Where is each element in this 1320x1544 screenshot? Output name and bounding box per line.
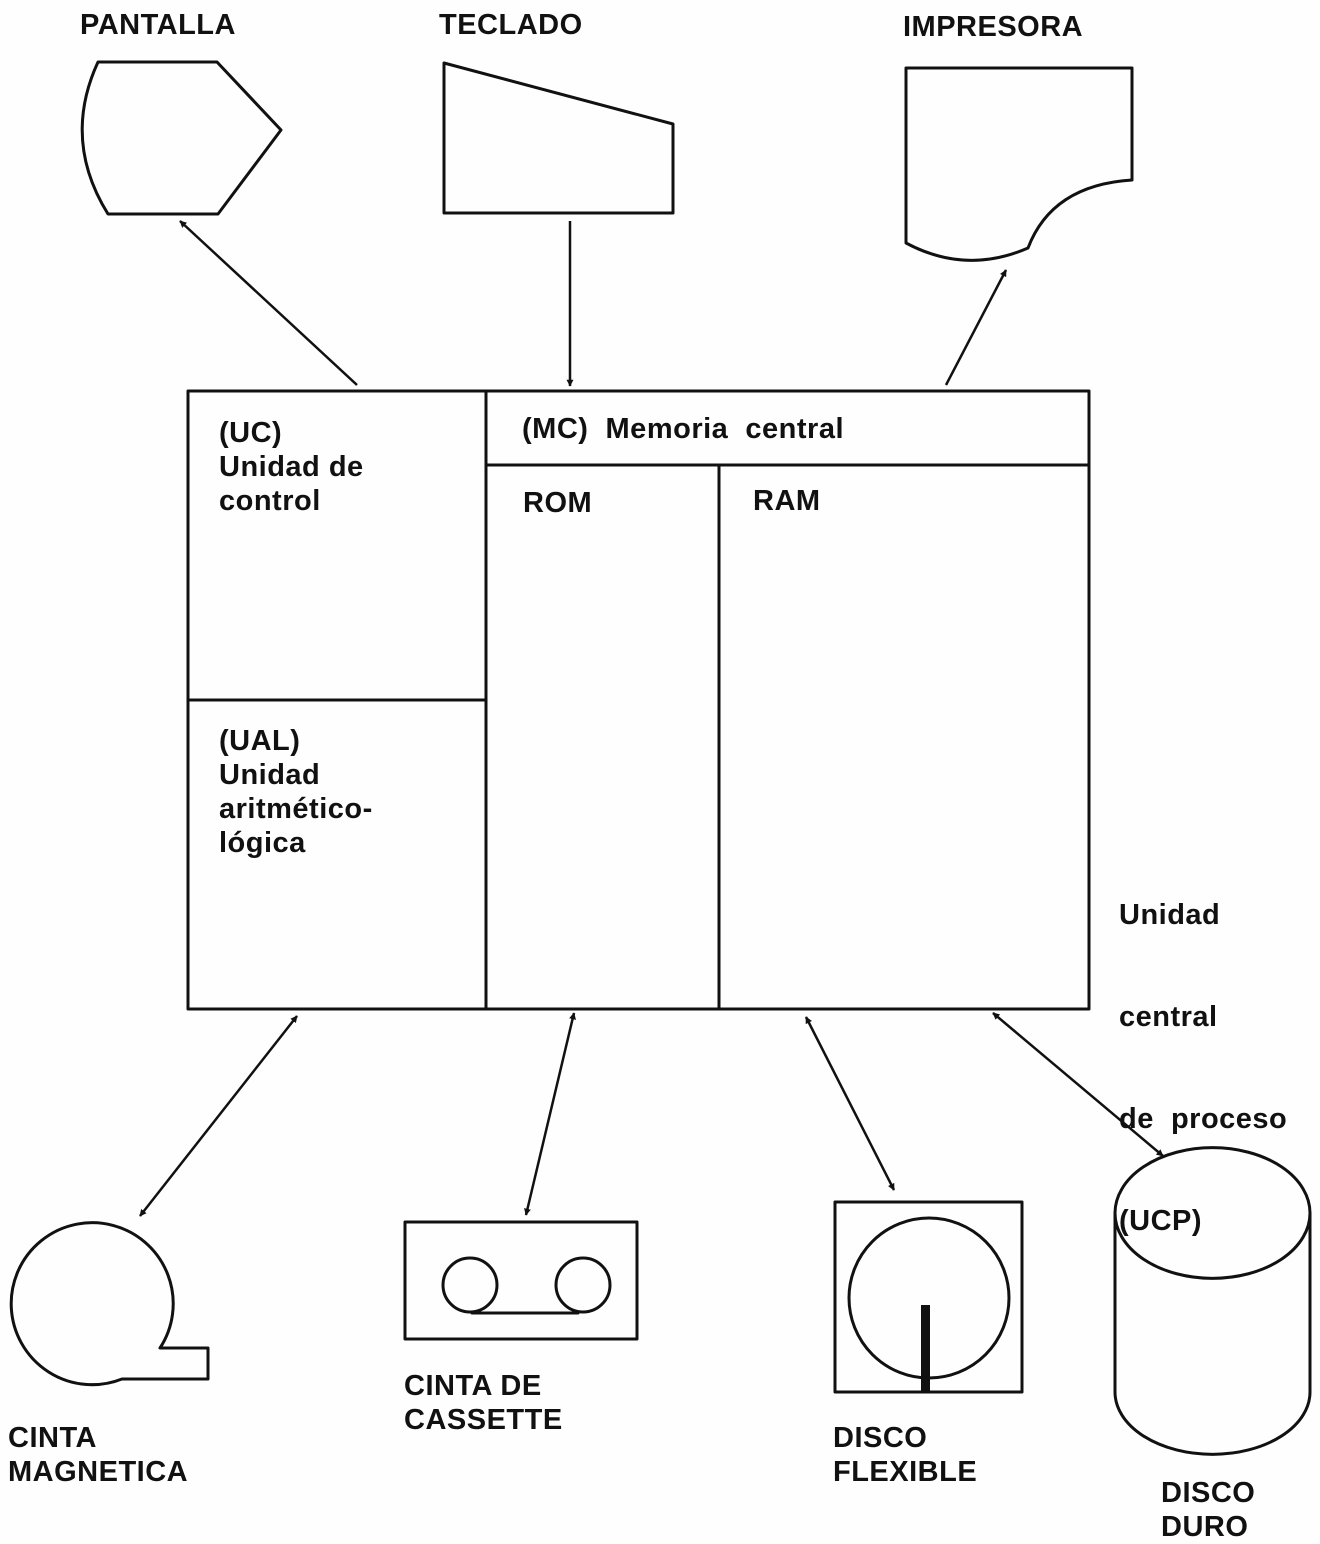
disco-flexible-label: DISCO FLEXIBLE [833, 1422, 978, 1488]
teclado-label: TECLADO [439, 9, 583, 41]
ram-label: RAM [753, 485, 821, 517]
ucp-label: Unidad central de proceso (UCP) [1119, 899, 1288, 1237]
arrow-cinta-magnetica [139, 1015, 298, 1217]
rom-label: ROM [523, 487, 593, 519]
impresora-icon [904, 66, 1134, 262]
disco-duro-icon [1113, 1146, 1312, 1456]
arrow-cassette [524, 1012, 576, 1216]
pantalla-icon [80, 60, 283, 216]
arrow-disco-flexible [804, 1016, 896, 1191]
cassette-icon [403, 1220, 639, 1341]
impresora-label: IMPRESORA [903, 11, 1084, 43]
floppy-head-mark [921, 1305, 930, 1392]
arrow-to-pantalla [179, 220, 358, 386]
cinta-magnetica-label: CINTA MAGNETICA [8, 1422, 189, 1488]
disco-duro-label: DISCO DURO [1161, 1477, 1256, 1543]
teclado-icon [442, 61, 675, 215]
ual-label: (UAL) Unidad aritmético- lógica [219, 725, 373, 859]
mc-title: (MC) Memoria central [522, 413, 844, 445]
arrow-to-impresora [944, 269, 1008, 386]
pantalla-label: PANTALLA [80, 9, 236, 41]
arrow-disco-duro [992, 1012, 1164, 1157]
cassette-label: CINTA DE CASSETTE [404, 1370, 563, 1436]
uc-label: (UC) Unidad de control [219, 417, 364, 517]
cinta-magnetica-icon [9, 1221, 210, 1387]
ucp-box [186, 389, 1091, 1011]
